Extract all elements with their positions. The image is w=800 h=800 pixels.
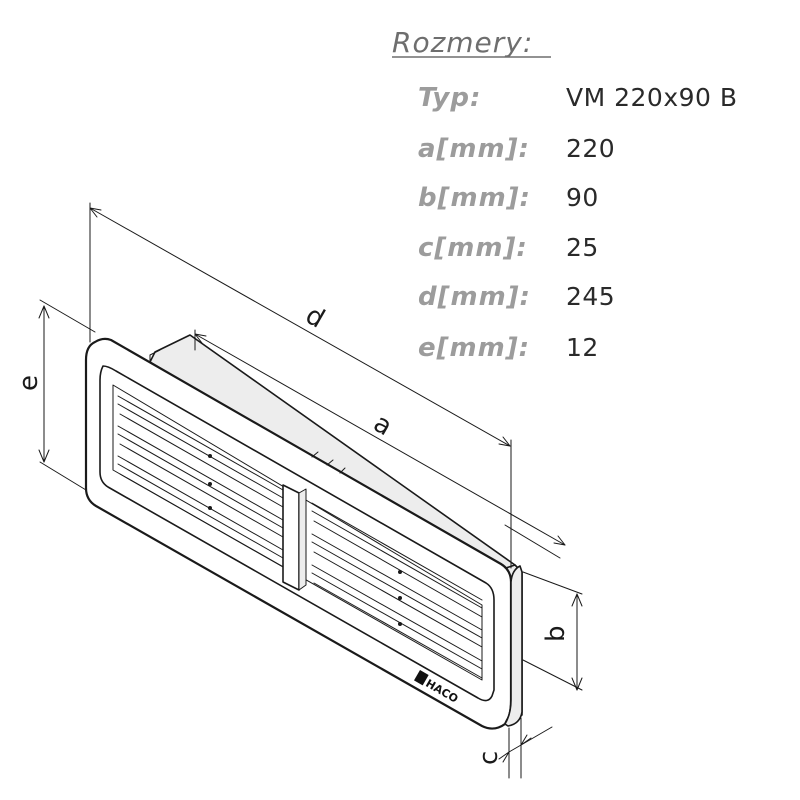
spec-value-d: 245 bbox=[566, 282, 615, 311]
spec-label-type: Typ: bbox=[418, 83, 481, 113]
spec-label-e: e[mm]: bbox=[418, 333, 530, 363]
spec-table: Rozmery: Typ: VM 220x90 B a[mm]: 220 b[m… bbox=[392, 26, 738, 363]
dimension-lines bbox=[38, 202, 583, 779]
dimension-label-c: c bbox=[474, 751, 504, 765]
louver-clips-right bbox=[398, 570, 402, 626]
spec-label-a: a[mm]: bbox=[418, 134, 530, 164]
dimension-label-b: b bbox=[541, 625, 571, 642]
grille-body bbox=[84, 334, 523, 730]
center-divider bbox=[282, 484, 300, 591]
spec-label-b: b[mm]: bbox=[418, 183, 531, 213]
spec-value-b: 90 bbox=[566, 183, 599, 212]
dimension-label-e: e bbox=[14, 375, 44, 391]
spec-label-c: c[mm]: bbox=[418, 233, 528, 263]
spec-label-d: d[mm]: bbox=[418, 282, 531, 312]
frame-depth bbox=[504, 565, 523, 727]
brand-logo-box bbox=[414, 670, 429, 686]
spec-value-c: 25 bbox=[566, 233, 599, 262]
duct-notches bbox=[149, 349, 346, 474]
frame-bevel bbox=[112, 384, 483, 681]
louvers-left bbox=[117, 395, 284, 568]
spec-value-type: VM 220x90 B bbox=[566, 83, 738, 112]
louvers-right bbox=[311, 502, 483, 679]
dimension-label-a: a bbox=[368, 408, 397, 442]
spec-value-a: 220 bbox=[566, 134, 615, 163]
louver-clips-left bbox=[208, 454, 212, 510]
spec-value-e: 12 bbox=[566, 333, 599, 362]
center-divider-side bbox=[298, 488, 307, 591]
spec-heading: Rozmery: bbox=[392, 26, 533, 59]
